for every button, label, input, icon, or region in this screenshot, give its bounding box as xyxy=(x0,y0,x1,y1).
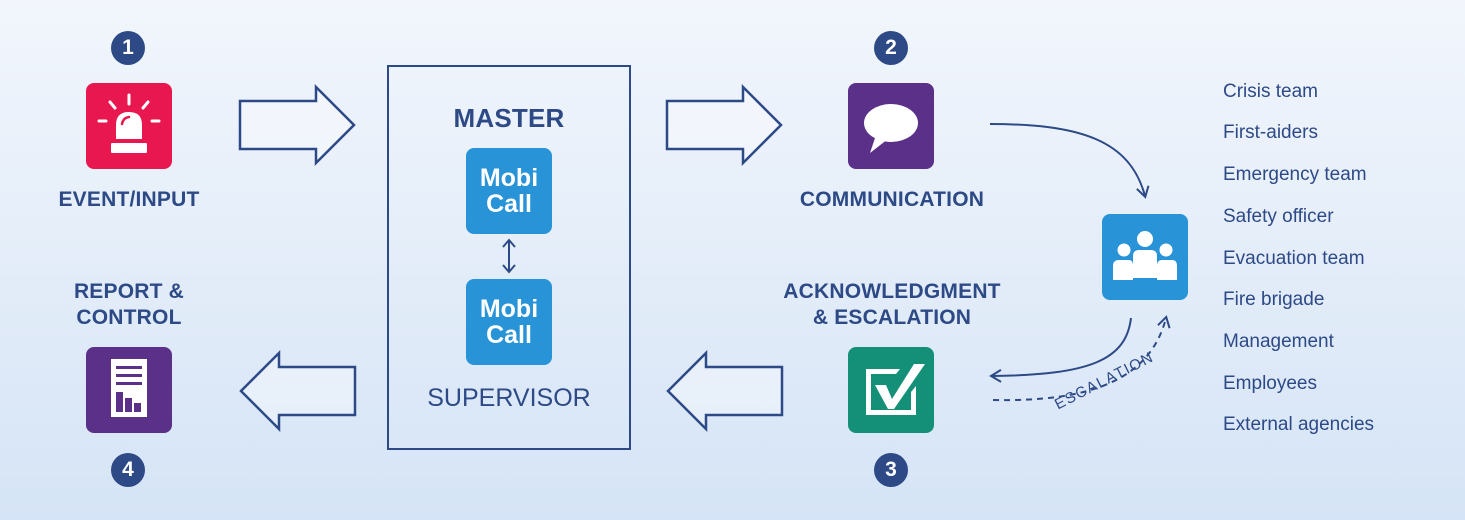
acknowledgment-label-line2: & ESCALATION xyxy=(812,306,972,329)
siren-icon xyxy=(97,93,161,153)
curve-escalation-dashed xyxy=(992,315,1171,402)
step-2-badge: 2 xyxy=(874,31,908,65)
recipient-item: Crisis team xyxy=(1223,81,1319,102)
curve-people-to-ack xyxy=(989,317,1132,383)
checkmark-icon xyxy=(866,364,925,415)
arrow-left-master-to-report xyxy=(239,349,357,433)
master-logo-line2: Call xyxy=(486,190,532,218)
supervisor-label: SUPERVISOR xyxy=(427,384,591,412)
master-supervisor-box xyxy=(387,65,631,450)
step-4-badge: 4 xyxy=(111,453,145,487)
people-group-tile xyxy=(1102,214,1188,300)
supervisor-logo-line2: Call xyxy=(486,321,532,349)
curve-communication-to-people xyxy=(989,123,1150,199)
arrow-right-event-to-master xyxy=(238,83,356,167)
recipient-item: External agencies xyxy=(1223,414,1375,435)
recipient-item: Emergency team xyxy=(1223,164,1367,185)
recipient-item: Safety officer xyxy=(1223,206,1334,227)
communication-label: COMMUNICATION xyxy=(799,188,985,211)
master-mobicall-logo: Mobi Call xyxy=(466,148,552,234)
event-input-label: EVENT/INPUT xyxy=(58,188,200,211)
master-logo-line1: Mobi xyxy=(479,164,539,192)
supervisor-logo-line1: Mobi xyxy=(479,295,539,323)
recipient-item: Fire brigade xyxy=(1223,289,1325,310)
arrow-right-master-to-communication xyxy=(665,83,783,167)
step-1-badge: 1 xyxy=(111,31,145,65)
recipient-item: Management xyxy=(1223,331,1334,352)
report-icon xyxy=(111,359,147,417)
event-input-tile xyxy=(86,83,172,169)
communication-tile xyxy=(848,83,934,169)
report-control-label-line2: CONTROL xyxy=(76,306,182,329)
recipient-item: Employees xyxy=(1223,373,1317,394)
arrow-left-ack-to-master xyxy=(666,349,784,433)
acknowledgment-tile xyxy=(848,347,934,433)
acknowledgment-label: ACKNOWLEDGMENT & ESCALATION xyxy=(752,279,1032,331)
people-group-icon xyxy=(1113,231,1177,280)
recipient-item: First-aiders xyxy=(1223,122,1319,143)
step-3-badge: 3 xyxy=(874,453,908,487)
report-control-label: REPORT & CONTROL xyxy=(40,279,218,331)
acknowledgment-label-line1: ACKNOWLEDGMENT xyxy=(783,280,1001,303)
report-control-tile xyxy=(86,347,172,433)
report-control-label-line1: REPORT & xyxy=(73,280,185,303)
speech-bubble-icon xyxy=(864,104,918,153)
master-label: MASTER xyxy=(453,103,565,133)
supervisor-mobicall-logo: Mobi Call xyxy=(466,279,552,365)
recipient-item: Evacuation team xyxy=(1223,248,1365,269)
